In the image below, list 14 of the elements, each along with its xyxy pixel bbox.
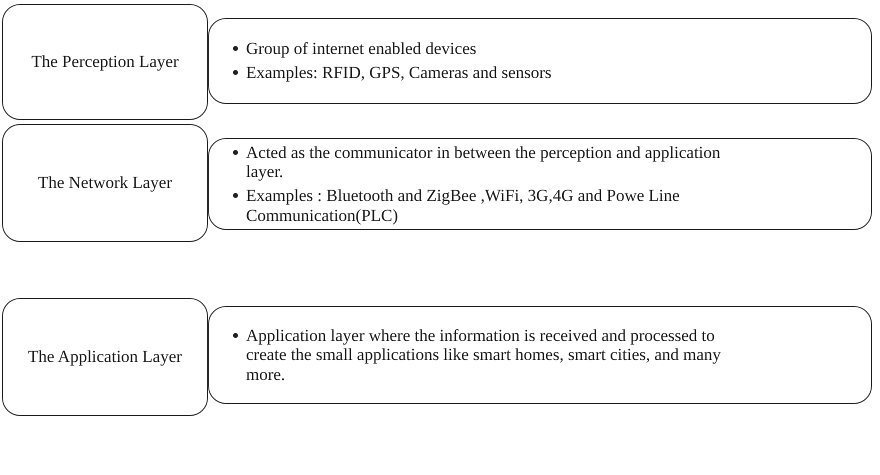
bullet-text: Application layer where the information is received and processed to create the small applications like smart homes, smart cities, and many more.: [246, 326, 722, 384]
bullet-text: Examples: RFID, GPS, Cameras and sensors: [246, 63, 552, 83]
bullet-text: Examples : Bluetooth and ZigBee ,WiFi, 3G,4G and Powe Line Communication(PLC): [246, 186, 681, 226]
description-box: [208, 18, 872, 104]
layer-title: The Network Layer: [38, 173, 172, 193]
layer-box: [2, 298, 208, 416]
description-box: [208, 138, 872, 230]
layer-box: [2, 124, 208, 242]
bullet-text: Acted as the communicator in between the perception and application layer.: [246, 142, 722, 182]
description-box: [208, 306, 872, 404]
layer-title: The Application Layer: [28, 347, 182, 367]
layer-title: The Perception Layer: [31, 52, 179, 72]
bullet-text: Group of internet enabled devices: [246, 39, 476, 59]
layer-box: [2, 4, 208, 120]
